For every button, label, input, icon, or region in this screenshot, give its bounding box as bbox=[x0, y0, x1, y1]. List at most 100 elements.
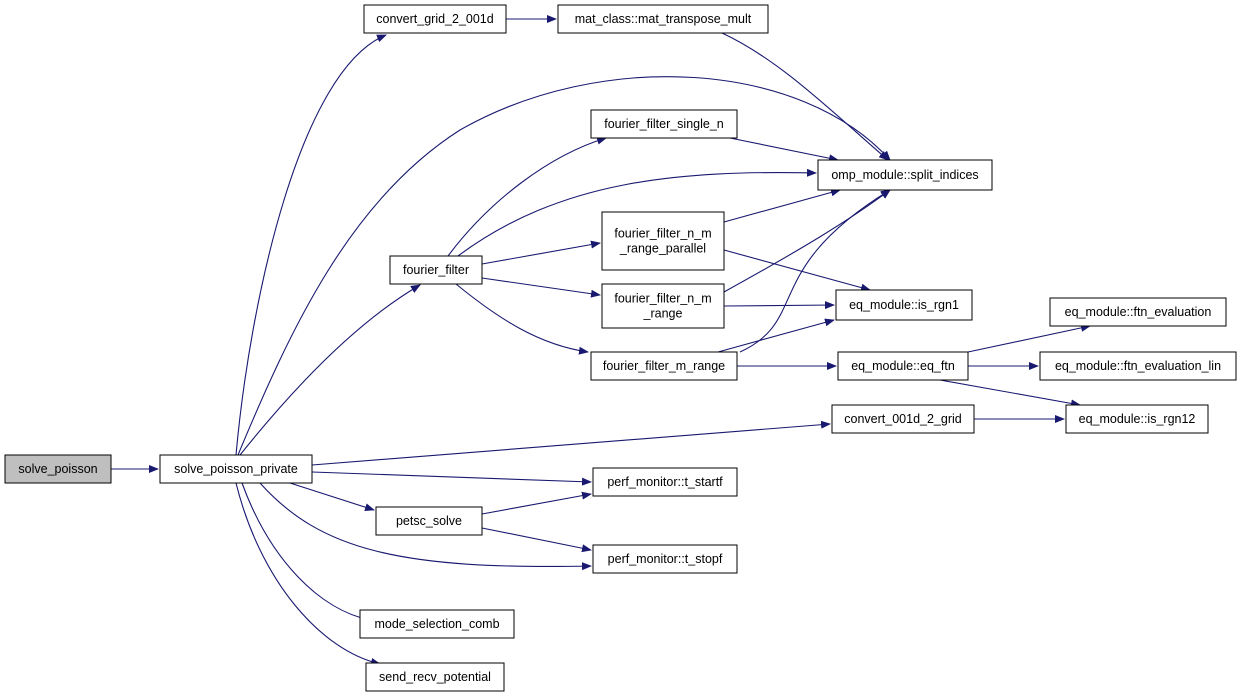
edge-fourier_filter-to-split_indices bbox=[457, 168, 817, 257]
node-convert-grid-2-001d[interactable]: convert_grid_2_001d bbox=[363, 4, 507, 34]
edge-line bbox=[237, 76, 891, 456]
node-is-rgn1[interactable]: eq_module::is_rgn1 bbox=[835, 289, 973, 321]
node-eq-ftn[interactable]: eq_module::eq_ftn bbox=[837, 351, 969, 381]
edge-petsc_solve-to-t_startf bbox=[481, 491, 592, 515]
edge-line bbox=[241, 482, 371, 623]
node-box bbox=[1039, 351, 1237, 381]
node-label: eq_module::is_rgn1 bbox=[849, 298, 959, 312]
node-fourier-filter-m-range[interactable]: fourier_filter_m_range bbox=[590, 351, 738, 381]
edge-fourier_filter_n_m_range-to-split_indices bbox=[723, 189, 891, 293]
edge-solve_poisson_private-to-fourier_filter bbox=[239, 284, 421, 456]
edge-line bbox=[311, 420, 831, 466]
edge-petsc_solve-to-t_stopf bbox=[481, 527, 592, 553]
node-box bbox=[557, 4, 769, 34]
edge-line bbox=[259, 482, 592, 571]
edge-line bbox=[289, 482, 375, 512]
node-label: fourier_filter_n_m bbox=[614, 292, 711, 306]
edge-line bbox=[723, 249, 871, 292]
node-label: _range bbox=[643, 307, 683, 321]
node-convert-001d-2-grid[interactable]: convert_001d_2_grid bbox=[831, 404, 975, 434]
node-label: eq_module::eq_ftn bbox=[851, 359, 955, 373]
node-label: eq_module::ftn_evaluation_lin bbox=[1055, 359, 1221, 373]
node-box bbox=[837, 351, 969, 381]
node-label: fourier_filter bbox=[403, 263, 469, 277]
node-box bbox=[601, 283, 725, 329]
edge-fourier_filter_single_n-to-split_indices bbox=[729, 137, 839, 163]
node-solve-poisson-private[interactable]: solve_poisson_private bbox=[159, 454, 313, 484]
edge-layer bbox=[111, 15, 1091, 666]
node-box bbox=[835, 289, 973, 321]
edge-fourier_filter_n_m_range_parallel-to-split_indices bbox=[723, 188, 841, 223]
edge-mat_transpose_mult-to-split_indices bbox=[721, 32, 889, 161]
edge-eq_ftn-to-is_rgn12 bbox=[939, 379, 1081, 408]
node-fourier-filter-single-n[interactable]: fourier_filter_single_n bbox=[590, 109, 738, 139]
node-box bbox=[1065, 404, 1209, 434]
node-t-stopf[interactable]: perf_monitor::t_stopf bbox=[592, 544, 738, 574]
node-label: eq_module::ftn_evaluation bbox=[1065, 305, 1212, 319]
node-ftn-evaluation-lin[interactable]: eq_module::ftn_evaluation_lin bbox=[1039, 351, 1237, 381]
node-label: perf_monitor::t_startf bbox=[607, 475, 723, 489]
node-box bbox=[389, 255, 483, 285]
edge-line bbox=[481, 277, 601, 298]
node-box bbox=[375, 506, 483, 536]
node-mode-selection-comb[interactable]: mode_selection_comb bbox=[359, 609, 515, 639]
node-send-recv-potential[interactable]: send_recv_potential bbox=[365, 662, 505, 692]
edge-fourier_filter-to-fourier_filter_n_m_range bbox=[481, 277, 601, 298]
edge-fourier_filter-to-fourier_filter_single_n bbox=[447, 136, 607, 257]
edge-line bbox=[729, 137, 839, 163]
node-label: fourier_filter_n_m bbox=[614, 227, 711, 241]
node-box bbox=[359, 609, 515, 639]
node-label: fourier_filter_single_n bbox=[604, 117, 724, 131]
node-box bbox=[592, 544, 738, 574]
edge-solve_poisson_private-to-convert_grid_2_001d bbox=[235, 34, 387, 456]
node-box bbox=[601, 211, 725, 271]
node-is-rgn12[interactable]: eq_module::is_rgn12 bbox=[1065, 404, 1209, 434]
edge-line bbox=[239, 284, 421, 456]
edge-line bbox=[967, 323, 1091, 353]
node-label: convert_001d_2_grid bbox=[844, 412, 961, 426]
node-box bbox=[1049, 297, 1227, 327]
edge-solve_poisson_private-to-mode_selection_comb bbox=[241, 482, 371, 623]
edge-line bbox=[481, 491, 592, 515]
node-box bbox=[365, 662, 505, 692]
edge-solve_poisson_private-to-convert_001d_2_grid bbox=[311, 420, 831, 466]
node-box bbox=[4, 454, 112, 484]
node-box bbox=[363, 4, 507, 34]
edge-fourier_filter_m_range-to-split_indices bbox=[739, 189, 891, 353]
node-fourier-filter[interactable]: fourier_filter bbox=[389, 255, 483, 285]
edge-line bbox=[235, 482, 381, 666]
node-label: omp_module::split_indices bbox=[831, 168, 978, 182]
edge-line bbox=[481, 240, 601, 265]
edge-fourier_filter-to-fourier_filter_n_m_range_parallel bbox=[481, 240, 601, 265]
node-fourier-filter-n-m-range-parallel[interactable]: fourier_filter_n_m_range_parallel bbox=[601, 211, 725, 271]
edge-solve_poisson_private-to-t_startf bbox=[311, 471, 592, 486]
edge-line bbox=[457, 168, 817, 257]
node-petsc-solve[interactable]: petsc_solve bbox=[375, 506, 483, 536]
node-ftn-evaluation[interactable]: eq_module::ftn_evaluation bbox=[1049, 297, 1227, 327]
edge-line bbox=[723, 189, 891, 293]
node-mat-transpose-mult[interactable]: mat_class::mat_transpose_mult bbox=[557, 4, 769, 34]
edge-line bbox=[455, 283, 589, 355]
edge-line bbox=[721, 32, 889, 161]
edge-line bbox=[481, 527, 592, 553]
edge-solve_poisson_private-to-petsc_solve bbox=[289, 482, 375, 512]
node-box bbox=[592, 467, 738, 497]
edge-line bbox=[939, 379, 1081, 408]
edge-fourier_filter_n_m_range_parallel-to-is_rgn1 bbox=[723, 249, 871, 292]
edge-line bbox=[447, 136, 607, 257]
node-t-startf[interactable]: perf_monitor::t_startf bbox=[592, 467, 738, 497]
node-box bbox=[590, 351, 738, 381]
node-split-indices[interactable]: omp_module::split_indices bbox=[817, 159, 993, 191]
node-fourier-filter-n-m-range[interactable]: fourier_filter_n_m_range bbox=[601, 283, 725, 329]
node-label: send_recv_potential bbox=[379, 670, 491, 684]
node-label: _range_parallel bbox=[619, 242, 706, 256]
edge-line bbox=[717, 318, 835, 353]
edge-line bbox=[723, 188, 841, 223]
edge-eq_ftn-to-ftn_evaluation bbox=[967, 323, 1091, 353]
node-label: mat_class::mat_transpose_mult bbox=[575, 12, 752, 26]
node-solve-poisson[interactable]: solve_poisson bbox=[4, 454, 112, 484]
node-label: eq_module::is_rgn12 bbox=[1079, 412, 1196, 426]
edge-solve_poisson_private-to-t_stopf bbox=[259, 482, 592, 571]
node-label: convert_grid_2_001d bbox=[376, 12, 493, 26]
